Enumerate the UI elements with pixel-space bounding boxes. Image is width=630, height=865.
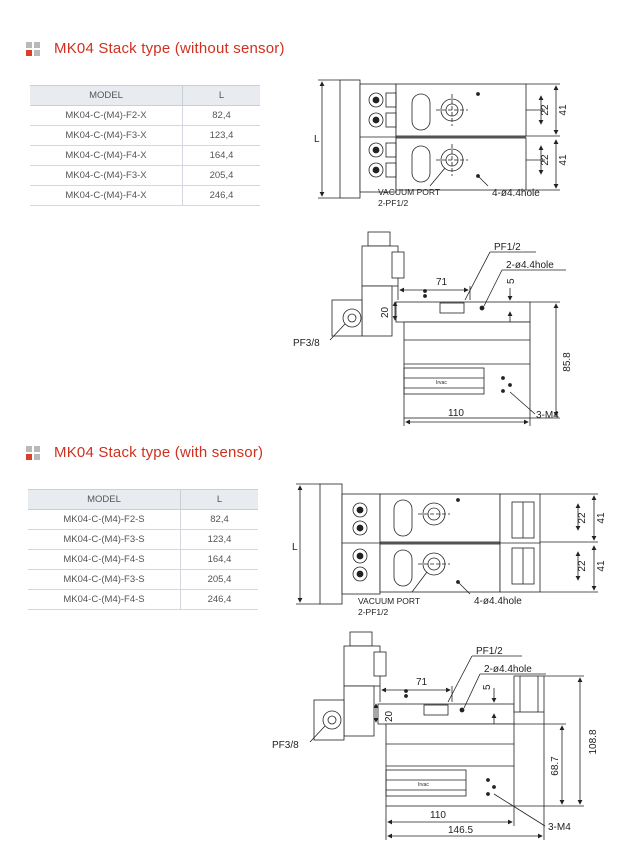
side-view-drawing-2: Irvac <box>309 631 584 840</box>
dim-label: 22 <box>577 560 588 572</box>
pf12-label: PF1/2 <box>494 242 521 253</box>
model-cell: MK04-C-(M4)-F4-S <box>28 589 181 610</box>
vacuum-port-label: VACUUM PORT <box>378 187 440 197</box>
section-header-without-sensor: MK04 Stack type (without sensor) <box>26 40 285 57</box>
pf38-label: PF3/8 <box>272 740 299 751</box>
dim-label: 71 <box>416 677 428 688</box>
dim-label: 20 <box>384 710 395 722</box>
grid-square-icon <box>26 41 40 56</box>
dim-label: 110 <box>430 810 446 821</box>
grid-square-icon <box>26 445 40 460</box>
length-cell: 246,4 <box>180 589 258 610</box>
section-title: MK04 Stack type (with sensor) <box>54 444 264 461</box>
dim-label: 5 <box>506 278 517 284</box>
dim-label: 41 <box>596 512 607 524</box>
vacuum-port-size-label: 2-PF1/2 <box>378 198 409 208</box>
hole-label: 4-ø4.4hole <box>492 188 540 199</box>
dim-label: 20 <box>380 306 391 318</box>
dim-label: 22 <box>540 104 551 116</box>
dim-label: 110 <box>448 408 464 419</box>
side-view-drawing-1: Irvac <box>329 231 566 426</box>
dim-label: 146.5 <box>448 825 473 836</box>
table-header-row: MODEL L <box>28 489 258 510</box>
vacuum-port-label: VACUUM PORT <box>358 596 420 606</box>
dim-label-L: L <box>292 542 298 553</box>
pf38-label: PF3/8 <box>293 338 320 349</box>
hole-label: 2-ø4.4hole <box>506 260 554 271</box>
svg-text:Irvac: Irvac <box>436 380 447 386</box>
dim-label: 22 <box>540 154 551 166</box>
pf12-label: PF1/2 <box>476 646 503 657</box>
vacuum-port-size-label: 2-PF1/2 <box>358 607 389 617</box>
top-view-drawing-2 <box>296 483 598 605</box>
section-header-with-sensor: MK04 Stack type (with sensor) <box>26 444 263 461</box>
dim-label: 85.8 <box>562 352 573 372</box>
hole-label: 2-ø4.4hole <box>484 664 532 675</box>
section-title: MK04 Stack type (without sensor) <box>54 40 285 57</box>
dim-label-L: L <box>314 134 320 145</box>
dim-label: 71 <box>436 277 448 288</box>
m4-label: 3-M4 <box>536 410 559 421</box>
svg-text:Irvac: Irvac <box>418 782 429 788</box>
hole-label: 4-ø4.4hole <box>474 596 522 607</box>
dim-label: 108.8 <box>588 729 599 754</box>
length-cell: 246,4 <box>182 185 260 206</box>
column-header: L <box>182 85 260 106</box>
m4-label: 3-M4 <box>548 822 571 833</box>
dim-label: 41 <box>558 154 569 166</box>
column-header: MODEL <box>28 489 181 510</box>
dim-label: 22 <box>577 512 588 524</box>
model-cell: MK04-C-(M4)-F4-X <box>30 185 183 206</box>
dim-label: 41 <box>558 104 569 116</box>
dim-label: 68.7 <box>550 756 561 776</box>
dim-label: 41 <box>596 560 607 572</box>
top-view-drawing-1 <box>318 79 560 199</box>
dim-label: 5 <box>482 684 493 690</box>
